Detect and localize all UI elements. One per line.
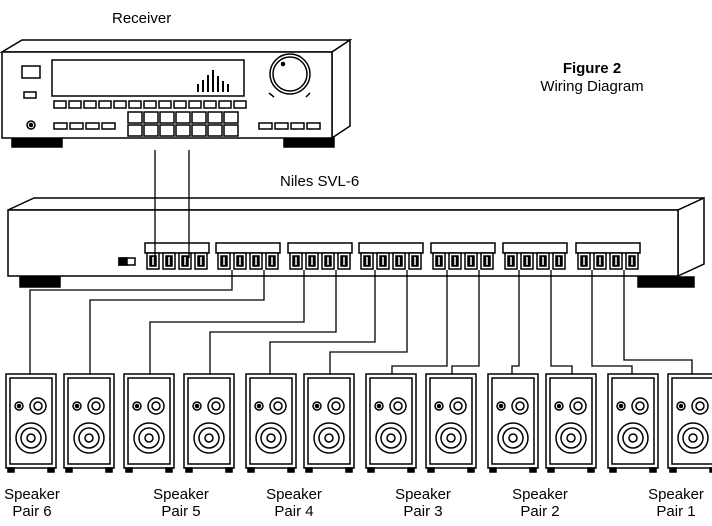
switcher-terminals [144, 242, 641, 270]
speaker-cabinet [667, 373, 712, 473]
receiver-input-button [127, 124, 143, 137]
receiver-side-face [331, 38, 351, 140]
speaker-label-line2: Pair 4 [274, 503, 314, 520]
speaker-terminal-block-4 [358, 242, 424, 270]
receiver-input-button [207, 124, 223, 137]
switcher-side-face [677, 196, 705, 278]
receiver-key [128, 100, 142, 109]
speaker-cabinet [63, 373, 115, 473]
speaker-row [5, 373, 712, 473]
receiver-key [158, 100, 172, 109]
receiver-display [51, 59, 245, 97]
receiver-jack [26, 120, 36, 130]
receiver-level-meter [197, 70, 229, 92]
speaker-wires [29, 150, 693, 374]
receiver-key [98, 100, 112, 109]
speaker-cabinet [487, 373, 539, 473]
receiver-input-button [143, 124, 159, 137]
receiver-key [233, 100, 247, 109]
receiver-input-button [223, 124, 239, 137]
receiver-button [306, 122, 321, 130]
speaker-label-line2: Pair 2 [520, 503, 560, 520]
receiver-input-button [143, 111, 159, 124]
receiver-button [69, 122, 84, 130]
receiver-key [143, 100, 157, 109]
speaker-label-line1: Speaker [395, 486, 451, 503]
receiver-button [274, 122, 289, 130]
speaker-label-line1: Speaker [153, 486, 209, 503]
receiver-input-button [191, 124, 207, 137]
speaker-cabinet [123, 373, 175, 473]
receiver [0, 38, 353, 148]
receiver-input-button [223, 111, 239, 124]
receiver-input-button [175, 124, 191, 137]
speaker-label-line1: Speaker [266, 486, 322, 503]
receiver-input-button [191, 111, 207, 124]
receiver-input-button [175, 111, 191, 124]
switcher-top-face [7, 197, 705, 211]
receiver-button [290, 122, 305, 130]
receiver-key [53, 100, 67, 109]
figure-title: Figure 2 [562, 60, 622, 77]
speaker-cabinet [545, 373, 597, 473]
receiver-input-button [159, 124, 175, 137]
speaker-label-line2: Pair 6 [12, 503, 52, 520]
receiver-button [53, 122, 68, 130]
receiver-input-button [159, 111, 175, 124]
receiver-button [101, 122, 116, 130]
receiver-key [203, 100, 217, 109]
switcher-unit [7, 196, 705, 288]
receiver-input-button [127, 111, 143, 124]
speaker-label-line2: Pair 1 [656, 503, 696, 520]
receiver-key [218, 100, 232, 109]
speaker-cabinet [5, 373, 57, 473]
receiver-small-button [23, 91, 37, 99]
speaker-label-line1: Speaker [4, 486, 60, 503]
receiver-button [258, 122, 273, 130]
receiver-volume-knob [269, 53, 311, 95]
receiver-lower-buttons [53, 111, 321, 137]
speaker-cabinet [303, 373, 355, 473]
speaker-cabinet [425, 373, 477, 473]
receiver-key [188, 100, 202, 109]
speaker-terminal-block-5 [287, 242, 353, 270]
speaker-cabinet [607, 373, 659, 473]
receiver-input-button [207, 111, 223, 124]
speaker-cabinet [365, 373, 417, 473]
speaker-label-line1: Speaker [648, 486, 704, 503]
figure-subtitle: Wiring Diagram [540, 78, 644, 95]
switcher-label: Niles SVL-6 [280, 173, 360, 190]
receiver-button [85, 122, 100, 130]
receiver-key [113, 100, 127, 109]
receiver-power-button [21, 65, 41, 79]
speaker-label-line2: Pair 5 [161, 503, 201, 520]
receiver-key [68, 100, 82, 109]
speaker-label-line2: Pair 3 [403, 503, 443, 520]
receiver-key-row [53, 100, 247, 109]
speaker-cabinet [183, 373, 235, 473]
speaker-cabinet [245, 373, 297, 473]
receiver-top-face [0, 39, 353, 53]
receiver-label: Receiver [112, 10, 172, 27]
speaker-terminal-block-3 [430, 242, 496, 270]
switcher-foot-right [637, 276, 695, 288]
switcher-foot-left [19, 276, 61, 288]
speaker-terminal-block-1 [575, 242, 641, 270]
speaker-terminal-block-2 [502, 242, 568, 270]
receiver-key [173, 100, 187, 109]
speaker-terminal-block-6 [215, 242, 281, 270]
receiver-key [83, 100, 97, 109]
speaker-label-line1: Speaker [512, 486, 568, 503]
input-terminal-block [144, 242, 210, 270]
